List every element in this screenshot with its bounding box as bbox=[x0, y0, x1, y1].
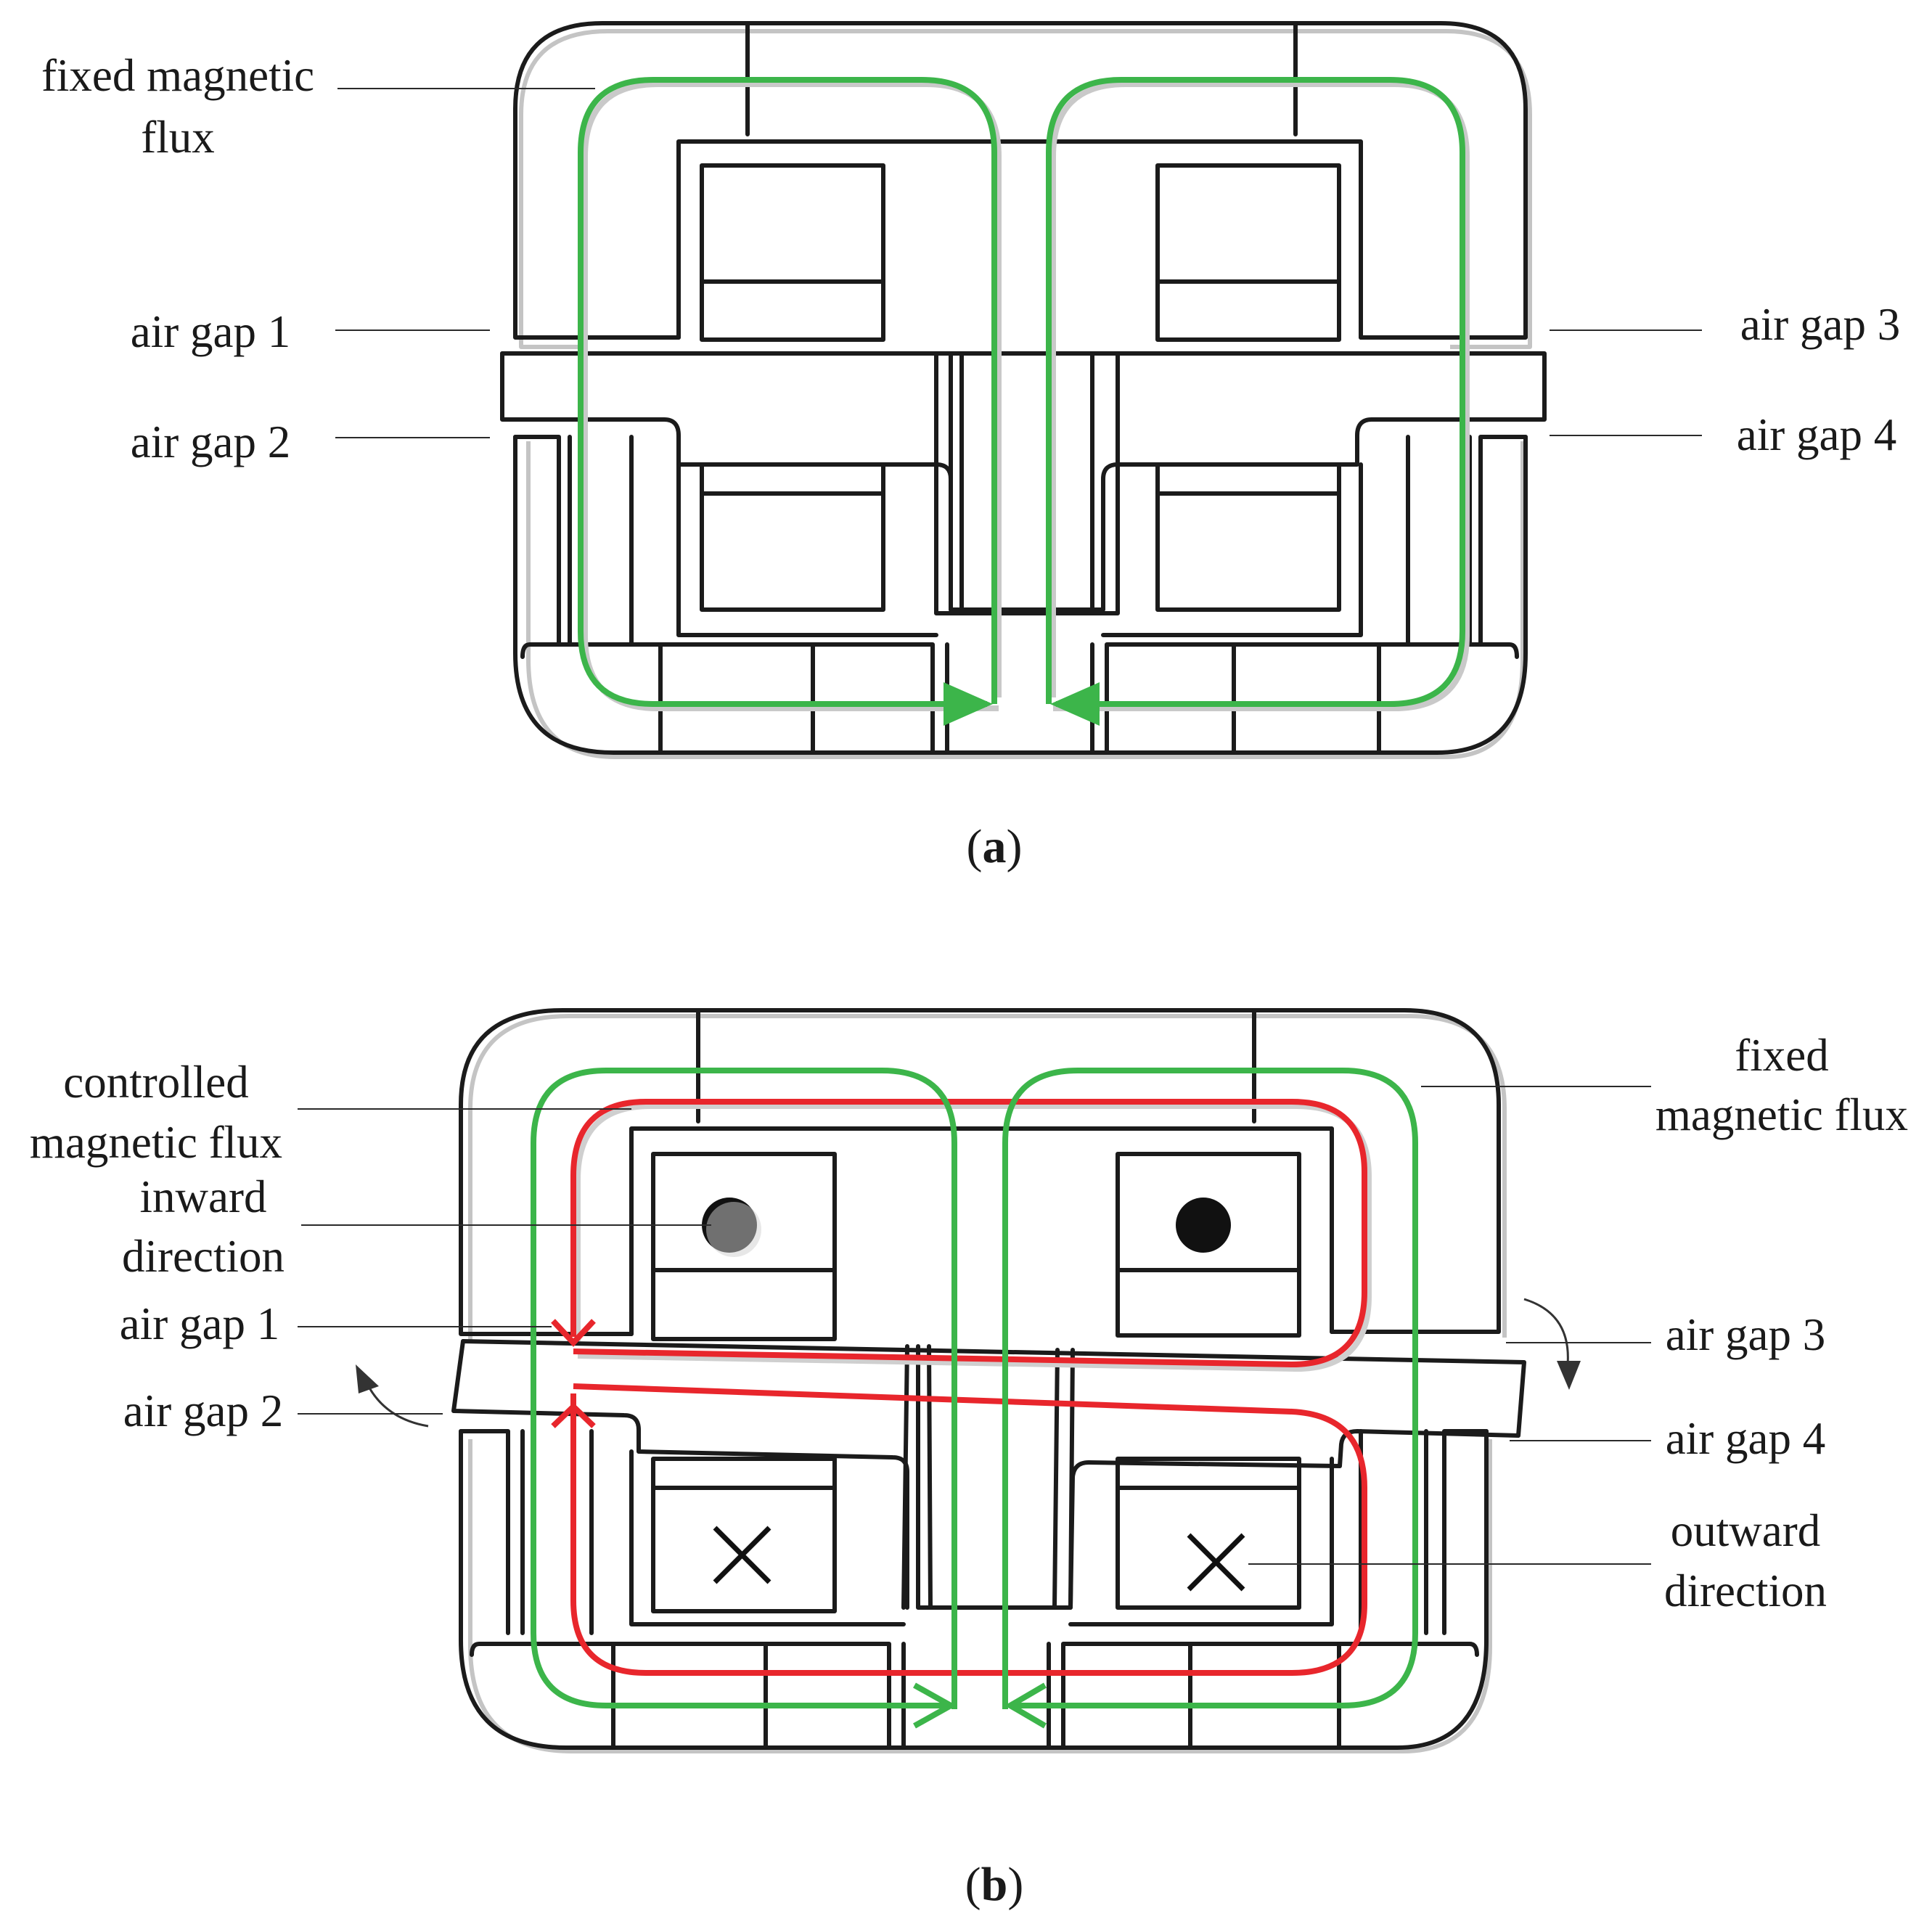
coil-b-upper-right-bottom bbox=[1116, 1268, 1301, 1338]
label-b-air-gap-3: air gap 3 bbox=[1666, 1309, 1825, 1360]
flux-loop-b-right bbox=[1002, 1068, 1418, 1709]
panel-b-rotation-arrows bbox=[356, 1298, 1581, 1428]
coil-b-lower-right-bottom bbox=[1116, 1486, 1301, 1610]
flux-arrow-a-right bbox=[1050, 682, 1100, 726]
panel-a-fixed-flux bbox=[578, 77, 1470, 726]
flux-arrow-b-controlled-up bbox=[551, 1402, 596, 1428]
flux-loop-a-right bbox=[1046, 77, 1465, 707]
caption-b: (b) bbox=[965, 1858, 1024, 1911]
panel-b-controlled-flux bbox=[551, 1099, 1372, 1676]
panel-b-fixed-flux bbox=[531, 1068, 1418, 1729]
panel-a-armature bbox=[500, 351, 1547, 615]
label-b-controlled-flux-line2: magnetic flux bbox=[30, 1117, 282, 1168]
panel-b-leaders bbox=[298, 1086, 1651, 1565]
panel-a-stator-upper bbox=[513, 21, 1528, 342]
flux-arrow-a-left bbox=[944, 682, 993, 726]
flux-arrow-b-controlled-down bbox=[551, 1319, 596, 1347]
flux-loop-a-left bbox=[578, 77, 997, 707]
flux-arrow-b-right bbox=[1004, 1682, 1047, 1729]
coil-a-upper-right-bottom bbox=[1155, 279, 1341, 342]
rotation-arrow-right bbox=[1523, 1298, 1569, 1365]
rotation-arrow-left bbox=[365, 1382, 429, 1428]
flux-loop-b-left bbox=[531, 1068, 957, 1709]
cross-current-icon-left bbox=[713, 1526, 771, 1584]
panel-b-stator-lower bbox=[459, 1429, 1489, 1750]
coil-a-upper-right-top bbox=[1155, 163, 1341, 284]
label-b-air-gap-1: air gap 1 bbox=[120, 1298, 279, 1349]
caption-a: (a) bbox=[967, 820, 1023, 873]
label-a-fixed-flux-line2: flux bbox=[141, 112, 214, 163]
dot-current-icon-right bbox=[1176, 1198, 1231, 1253]
cross-current-icon-right bbox=[1187, 1533, 1245, 1592]
coil-a-lower-left-bottom bbox=[700, 491, 885, 612]
flux-arrow-b-left bbox=[913, 1682, 957, 1729]
label-b-inward-line2: direction bbox=[122, 1231, 285, 1282]
coil-b-lower-left-top bbox=[651, 1457, 837, 1490]
label-b-outward-line2: direction bbox=[1664, 1565, 1827, 1616]
coil-a-lower-left-top bbox=[700, 462, 885, 496]
flux-loop-b-controlled-upper bbox=[570, 1099, 1367, 1368]
label-b-inward-line1: inward bbox=[140, 1171, 267, 1222]
label-b-fixed-flux-line1: fixed bbox=[1735, 1030, 1828, 1081]
label-b-fixed-flux-line2: magnetic flux bbox=[1655, 1089, 1908, 1140]
coil-a-lower-right-top bbox=[1155, 462, 1341, 496]
coil-a-upper-left-bottom bbox=[700, 279, 885, 342]
label-a-air-gap-2: air gap 2 bbox=[131, 417, 290, 467]
label-a-air-gap-1: air gap 1 bbox=[131, 306, 290, 357]
panel-a-leaders bbox=[335, 88, 1702, 438]
label-a-fixed-flux-line1: fixed magnetic bbox=[41, 50, 314, 101]
label-b-air-gap-2: air gap 2 bbox=[123, 1385, 283, 1436]
panel-b-armature bbox=[451, 1339, 1526, 1610]
panel-b: controlled magnetic flux inward directio… bbox=[30, 1008, 1908, 1911]
coil-a-upper-left-top bbox=[700, 163, 885, 284]
coil-b-lower-left-bottom bbox=[651, 1486, 837, 1613]
coil-b-upper-left-bottom bbox=[651, 1268, 837, 1341]
label-b-controlled-flux-line1: controlled bbox=[63, 1057, 248, 1108]
panel-b-stator-upper bbox=[459, 1008, 1501, 1341]
label-a-air-gap-4: air gap 4 bbox=[1737, 409, 1896, 460]
label-a-air-gap-3: air gap 3 bbox=[1740, 299, 1900, 350]
flux-loop-b-controlled-lower bbox=[570, 1383, 1367, 1676]
coil-a-lower-right-bottom bbox=[1155, 491, 1341, 612]
label-b-outward-line1: outward bbox=[1671, 1505, 1820, 1556]
panel-b-structure-shadow bbox=[468, 1014, 1507, 1753]
label-b-air-gap-4: air gap 4 bbox=[1666, 1413, 1825, 1464]
panel-a: fixed magnetic flux air gap 1 air gap 2 … bbox=[41, 21, 1900, 873]
